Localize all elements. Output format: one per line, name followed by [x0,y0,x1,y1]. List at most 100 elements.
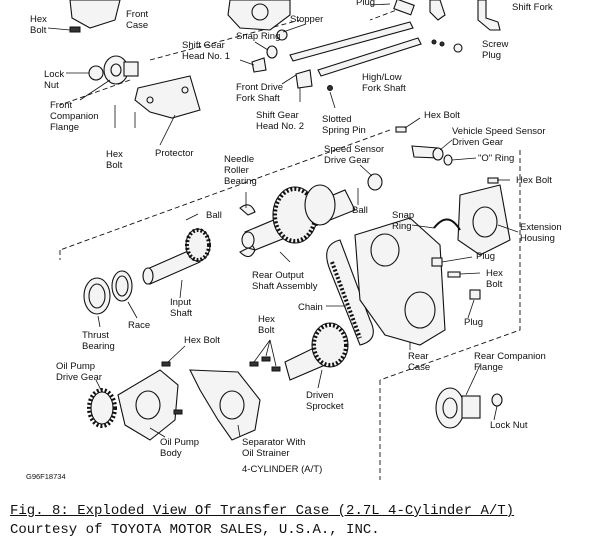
label-rcf-1: Rear Companion [474,351,546,362]
label-plug-r-1: Plug [476,251,495,262]
label-hex-bolt-low: Hex Bolt [184,335,220,346]
label-thrust-2: Bearing [82,341,115,352]
extension-housing [457,184,511,256]
label-lock-nut-r: Lock Nut [490,420,528,431]
transfer-case-exploded-diagram: Hex Bolt Front Case Plug Shift Fork Stop… [26,0,562,481]
label-opdg-2: Drive Gear [56,372,102,383]
label-thrust-1: Thrust [82,330,109,341]
label-stopper: Stopper [290,14,323,25]
race [111,270,133,302]
chain [326,239,374,346]
label-input-2: Shaft [170,308,193,319]
label-opb-2: Body [160,448,182,459]
label-shift-gear-head-1b: Head No. 1 [182,51,230,62]
hex-bolt-top-left [47,26,81,33]
rear-case [354,217,446,346]
label-front-case-1: Front [126,9,149,20]
label-snap-ring-r-2: Ring [392,221,412,232]
oil-pump-drive-gear [87,388,117,428]
label-rosa-2: Shaft Assembly [252,281,318,292]
label-driven-2: Sprocket [306,401,344,412]
separator-oil-strainer [189,369,261,441]
label-front-drive-1: Front Drive [236,82,283,93]
oil-pump-body [117,369,179,441]
label-fcf-3: Flange [50,122,79,133]
part-labels: Hex Bolt Front Case Plug Shift Fork Stop… [26,0,562,481]
label-separator-2: Oil Strainer [242,448,290,459]
label-figure-code: G96F18734 [26,472,66,481]
label-hex-bolt-tl-1: Hex [30,14,47,25]
label-needle-2: Roller [224,165,249,176]
input-shaft [142,228,211,285]
label-rear-case-1: Rear [408,351,429,362]
label-snap-ring-r-1: Snap [392,210,414,221]
label-ball-left: Ball [206,210,222,221]
needle-roller-bearing [239,204,256,258]
leader-lines [66,23,519,438]
label-lock-nut-l-1: Lock [44,69,64,80]
label-separator-1: Separator With [242,437,305,448]
label-extension-2: Housing [520,233,555,244]
label-chain: Chain [298,302,323,313]
label-input-1: Input [170,297,191,308]
label-shift-gear-head-2b: Head No. 2 [256,121,304,132]
label-vss-2: Driven Gear [452,137,503,148]
label-needle-1: Needle [224,154,254,165]
label-rcf-2: Flange [474,362,503,373]
label-shift-gear-head-2a: Shift Gear [256,110,299,121]
plugs-hexbolts-right [395,126,499,300]
screw-plug [431,39,463,53]
fork-shafts [289,21,422,77]
thrust-bearing [83,277,111,315]
label-snap-ring-top: Snap Ring [236,31,280,42]
front-case [69,0,291,31]
label-rear-case-2: Case [408,362,430,373]
label-race: Race [128,320,150,331]
label-hex-bolt-tl-2: Bolt [30,25,47,36]
label-plug-top: Plug [356,0,375,8]
label-plug-r-2: Plug [464,317,483,328]
label-driven-1: Driven [306,390,333,401]
label-extension-1: Extension [520,222,562,233]
label-front-drive-2: Fork Shaft [236,93,280,104]
rear-companion-flange [435,387,481,429]
label-hex-bolt-r2: Hex Bolt [516,175,552,186]
driven-sprocket [284,322,349,381]
label-hex-bolt-r3-1: Hex [486,268,503,279]
label-opdg-1: Oil Pump [56,361,95,372]
label-hex-bolt-r: Hex Bolt [424,110,460,121]
label-lock-nut-l-2: Nut [44,80,59,91]
lock-nut-rear [491,393,503,407]
plug-spring-top [369,0,415,16]
label-vss-1: Vehicle Speed Sensor [452,126,545,137]
label-shift-fork: Shift Fork [512,2,553,13]
shift-fork [429,0,501,31]
label-slotted-1: Slotted [322,114,352,125]
snap-ring-right [433,218,461,231]
hex-bolts-middle [161,356,281,415]
label-fcf-1: Front [50,100,73,111]
label-hex-bolt-mid-2: Bolt [258,325,275,336]
label-screw-plug-1: Screw [482,39,509,50]
label-ssdg-2: Drive Gear [324,155,370,166]
rear-output-shaft-assembly [241,173,383,251]
label-front-case-2: Case [126,20,148,31]
front-companion-flange [88,55,139,85]
label-needle-3: Bearing [224,176,257,187]
label-o-ring: "O" Ring [478,153,514,164]
label-hex-bolt-l-1: Hex [106,149,123,160]
vehicle-speed-sensor-driven-gear [411,145,444,161]
label-protector: Protector [155,148,194,159]
o-ring [443,154,453,166]
label-highlow-2: Fork Shaft [362,83,406,94]
label-hex-bolt-r3-2: Bolt [486,279,503,290]
figure-caption: Fig. 8: Exploded View Of Transfer Case (… [10,503,515,519]
courtesy-line: Courtesy of TOYOTA MOTOR SALES, U.S.A., … [10,522,380,538]
label-hex-bolt-mid-1: Hex [258,314,275,325]
label-hex-bolt-l-2: Bolt [106,160,123,171]
label-model: 4-CYLINDER (A/T) [242,464,322,475]
label-ball-mid: Ball [352,205,368,216]
label-slotted-2: Spring Pin [322,125,366,136]
label-ssdg-1: Speed Sensor [324,144,384,155]
stopper-snapring-shiftheads [251,29,333,91]
